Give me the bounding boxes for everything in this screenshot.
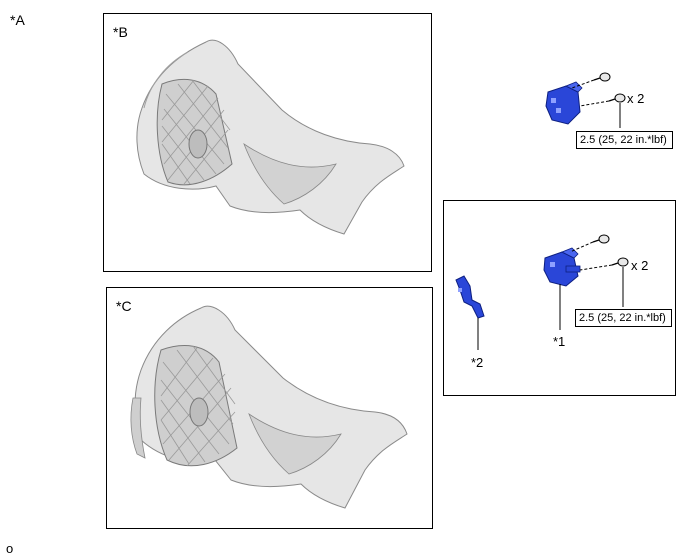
panel-c-bumper-view: *C xyxy=(106,287,433,529)
quantity-top: x 2 xyxy=(627,91,645,106)
panel-b-bumper-view: *B xyxy=(103,13,432,272)
part-label-1: *1 xyxy=(553,334,566,349)
install-line-detail-upper xyxy=(569,241,594,253)
bolt-top-lower xyxy=(608,93,626,103)
grille-mesh xyxy=(160,345,236,467)
bumper-corner-bracket xyxy=(130,397,146,459)
emblem xyxy=(189,397,209,427)
emblem xyxy=(188,129,208,159)
install-line-detail-lower xyxy=(579,264,613,271)
bumper-illustration-b xyxy=(136,39,405,235)
bumper-upper-edge xyxy=(143,51,189,109)
install-line-top-lower xyxy=(579,100,610,107)
torque-spec-top: 2.5 (25, 22 in.*lbf) xyxy=(576,131,673,149)
view-label-b: *B xyxy=(113,24,128,40)
quantity-detail: x 2 xyxy=(631,258,649,273)
bumper-side-vent xyxy=(243,142,337,205)
bracket-part-2 xyxy=(455,275,485,319)
detail-panel-sensor-bracket xyxy=(443,200,676,396)
bolt-top-upper xyxy=(593,72,611,82)
view-label-a: *A xyxy=(10,12,25,28)
sensor-part-top xyxy=(545,81,583,125)
part-label-2: *2 xyxy=(471,355,484,370)
bolt-detail-lower xyxy=(611,257,629,267)
install-line-top-upper xyxy=(571,79,595,89)
torque-spec-detail: 2.5 (25, 22 in.*lbf) xyxy=(575,309,672,327)
footer-code: o xyxy=(6,541,14,556)
bumper-side-vent xyxy=(248,412,342,475)
sensor-part-detail xyxy=(543,247,581,287)
bolt-detail-upper xyxy=(592,234,610,244)
bumper-illustration-c xyxy=(130,305,408,509)
view-label-c: *C xyxy=(116,298,132,314)
